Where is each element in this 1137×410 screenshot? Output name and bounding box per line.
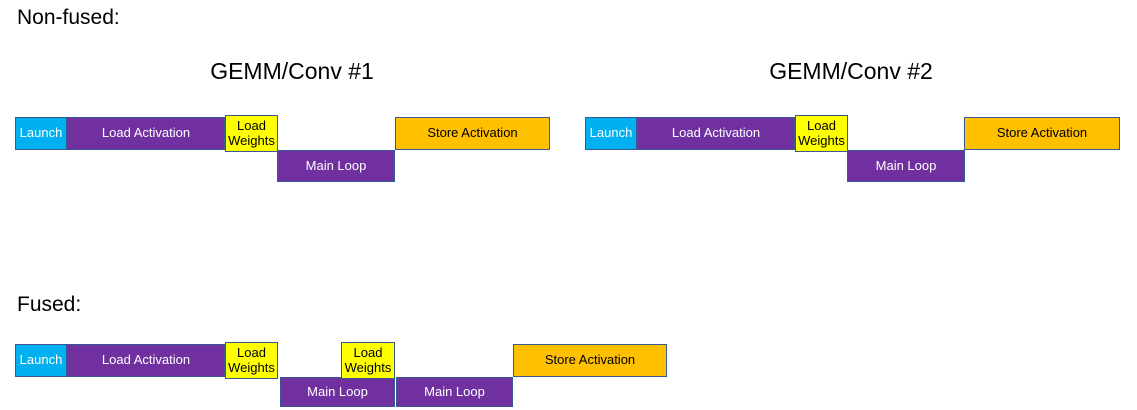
- block-nonfused-1-launch: Launch: [15, 117, 67, 150]
- group-title-gemm-conv-2: GEMM/Conv #2: [769, 58, 933, 84]
- section-label-non-fused: Non-fused:: [17, 6, 120, 29]
- group-title-gemm-conv-1: GEMM/Conv #1: [210, 58, 374, 84]
- block-nonfused-1-main-loop: Main Loop: [277, 150, 395, 182]
- block-fused-store-activation: Store Activation: [513, 344, 667, 377]
- block-nonfused-2-load-activation: Load Activation: [637, 117, 795, 150]
- block-fused-main-loop-1: Main Loop: [280, 377, 395, 407]
- block-fused-load-weights-1: Load Weights: [225, 342, 278, 379]
- section-label-fused: Fused:: [17, 293, 82, 316]
- block-fused-load-weights-2: Load Weights: [341, 342, 395, 379]
- block-nonfused-2-launch: Launch: [585, 117, 637, 150]
- block-nonfused-1-load-activation: Load Activation: [67, 117, 225, 150]
- block-fused-main-loop-2: Main Loop: [396, 377, 513, 407]
- block-nonfused-1-store-activation: Store Activation: [395, 117, 550, 150]
- block-nonfused-2-load-weights: Load Weights: [795, 115, 848, 152]
- block-nonfused-2-store-activation: Store Activation: [964, 117, 1120, 150]
- block-nonfused-1-load-weights: Load Weights: [225, 115, 278, 152]
- block-fused-launch: Launch: [15, 344, 67, 377]
- block-fused-load-activation: Load Activation: [67, 344, 225, 377]
- block-nonfused-2-main-loop: Main Loop: [847, 150, 965, 182]
